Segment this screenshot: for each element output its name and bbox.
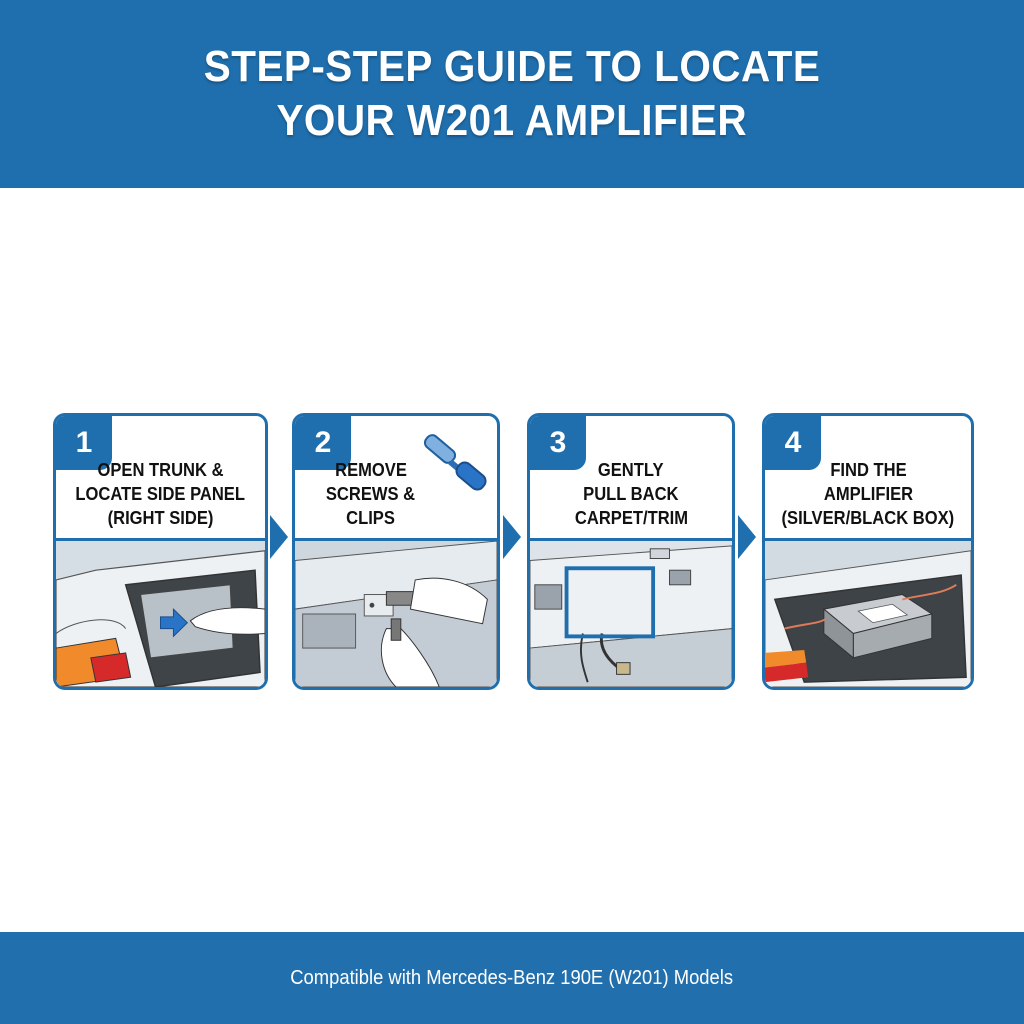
chevron-right-icon bbox=[738, 515, 756, 559]
chevron-right-icon bbox=[503, 515, 521, 559]
step-number-badge: 2 bbox=[295, 416, 351, 470]
step-card-3: 3 GENTLY PULL BACK CARPET/TRIM bbox=[527, 413, 735, 690]
step-number-badge: 3 bbox=[530, 416, 586, 470]
page-title-line-1: STEP-STEP GUIDE TO LOCATE bbox=[203, 42, 821, 91]
header-banner: STEP-STEP GUIDE TO LOCATE YOUR W201 AMPL… bbox=[0, 0, 1024, 188]
compatibility-note: Compatible with Mercedes-Benz 190E (W201… bbox=[290, 966, 734, 989]
pull-back-trim-illustration bbox=[530, 538, 732, 687]
step-label: REMOVE SCREWS & CLIPS bbox=[326, 460, 416, 528]
step-label: GENTLY PULL BACK CARPET/TRIM bbox=[574, 460, 688, 528]
chevron-right-icon bbox=[270, 515, 288, 559]
step-card-2: 2 REMOVE SCREWS & CLIPS bbox=[292, 413, 500, 690]
page-title-line-2: YOUR W201 AMPLIFIER bbox=[276, 96, 748, 145]
step-label: FIND THE AMPLIFIER (SILVER/BLACK BOX) bbox=[781, 460, 955, 528]
amplifier-location-illustration bbox=[765, 538, 971, 687]
footer-banner: Compatible with Mercedes-Benz 190E (W201… bbox=[0, 932, 1024, 1024]
step-number-badge: 1 bbox=[56, 416, 112, 470]
trunk-side-panel-illustration bbox=[56, 538, 265, 687]
screwdriver-icon bbox=[423, 434, 487, 491]
step-card-1: 1 OPEN TRUNK & LOCATE SIDE PANEL (RIGHT … bbox=[53, 413, 268, 690]
step-label: OPEN TRUNK & LOCATE SIDE PANEL (RIGHT SI… bbox=[75, 460, 246, 528]
step-card-4: 4 FIND THE AMPLIFIER (SILVER/BLACK BOX) bbox=[762, 413, 974, 690]
remove-screws-illustration bbox=[295, 538, 497, 687]
step-number-badge: 4 bbox=[765, 416, 821, 470]
